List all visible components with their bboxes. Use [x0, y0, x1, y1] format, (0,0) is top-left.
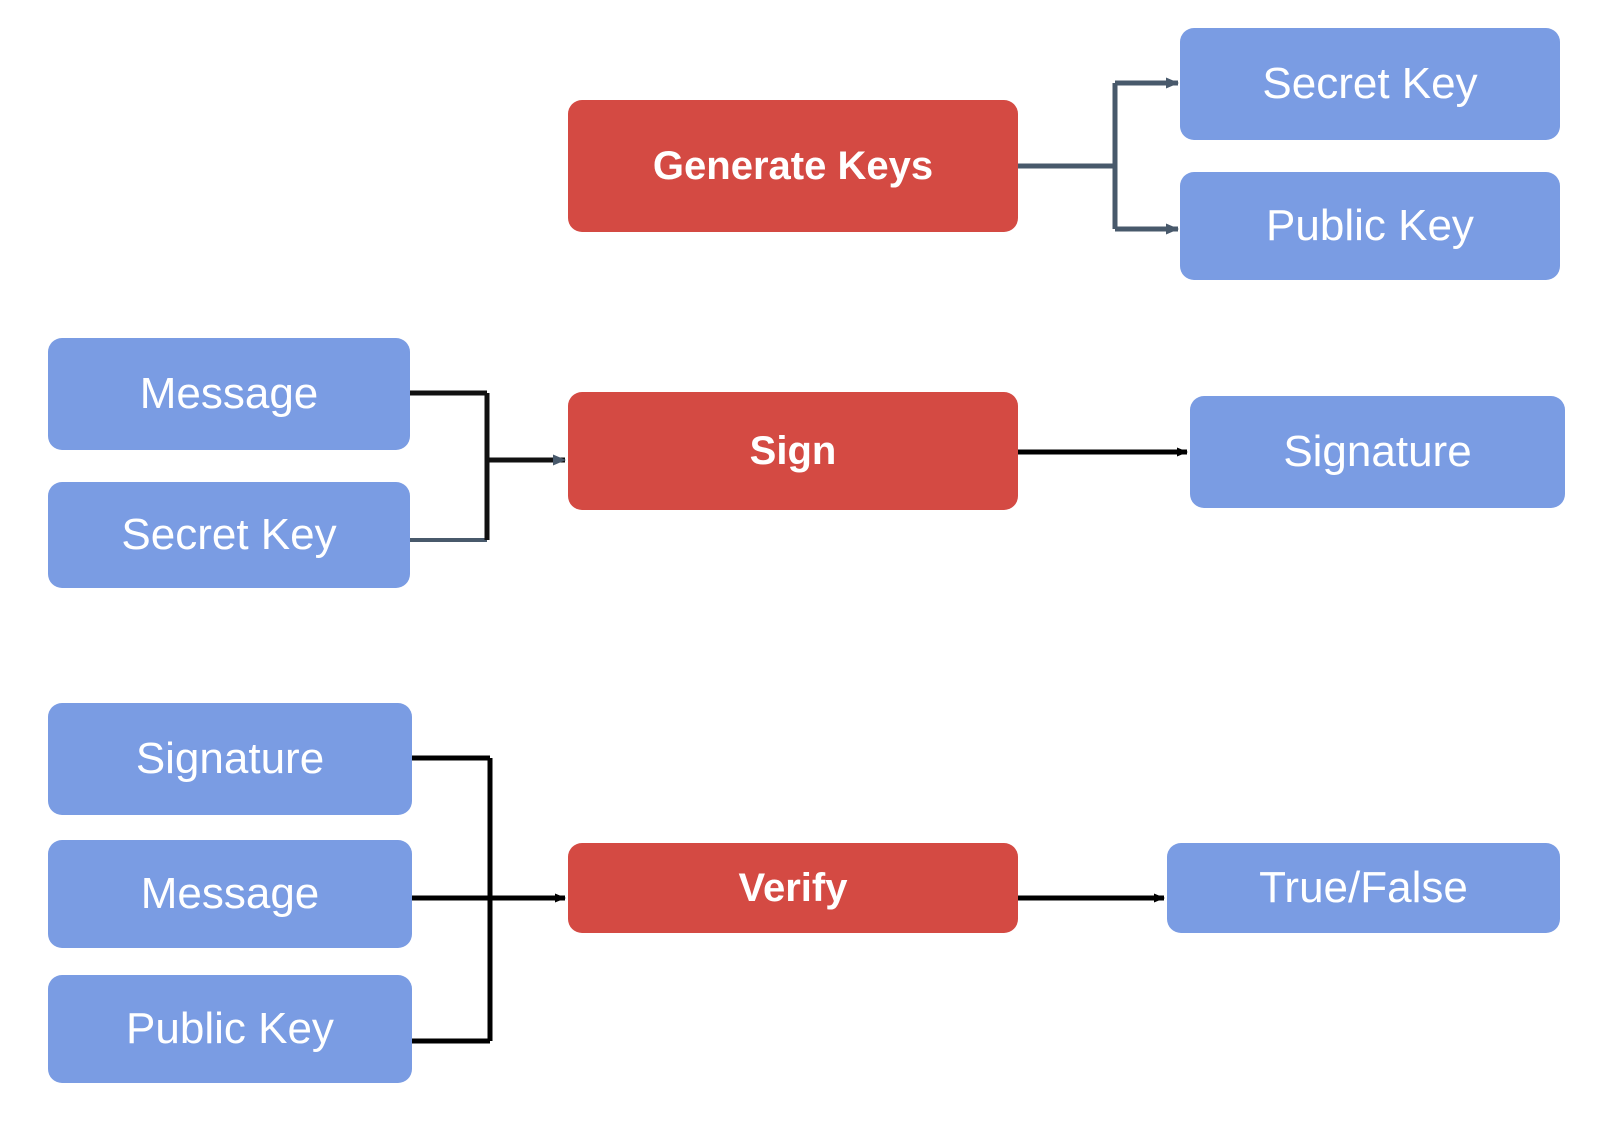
data-secret-key-output[interactable]: Secret Key — [1180, 28, 1560, 140]
data-signature-output[interactable]: Signature — [1190, 396, 1565, 508]
data-verify-message-input[interactable]: Message — [48, 840, 412, 948]
process-verify[interactable]: Verify — [568, 843, 1018, 933]
data-verify-signature-input[interactable]: Signature — [48, 703, 412, 815]
process-generate-keys[interactable]: Generate Keys — [568, 100, 1018, 232]
data-sign-secret-key-input[interactable]: Secret Key — [48, 482, 410, 588]
data-true-false-output[interactable]: True/False — [1167, 843, 1560, 933]
data-sign-message-input[interactable]: Message — [48, 338, 410, 450]
process-sign[interactable]: Sign — [568, 392, 1018, 510]
data-verify-public-key-input[interactable]: Public Key — [48, 975, 412, 1083]
data-public-key-output[interactable]: Public Key — [1180, 172, 1560, 280]
